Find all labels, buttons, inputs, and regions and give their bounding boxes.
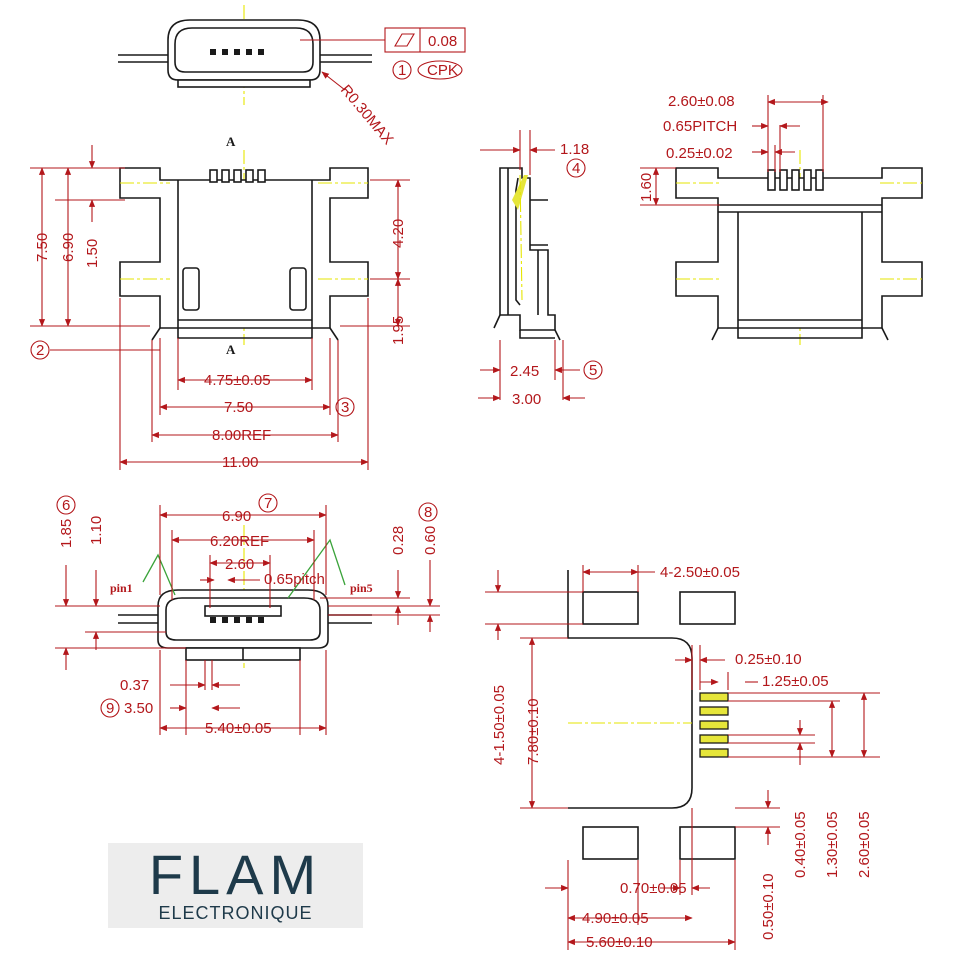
callout-1: 1	[398, 62, 406, 79]
section-a-top: A	[226, 134, 236, 149]
dim-0-65-pitch: 0.65PITCH	[663, 118, 737, 135]
dim-4-2-50: 4-2.50±0.05	[660, 564, 740, 581]
dim-0-65-pitch-opening: 0.65pitch	[264, 571, 325, 588]
dim-1-60: 1.60	[638, 173, 655, 202]
dim-0-37: 0.37	[120, 677, 149, 694]
top-view: 0.08 1 CPK R0.30MAX	[118, 5, 466, 149]
back-view: 2.60±0.08 0.65PITCH 0.25±0.02 1.60	[638, 93, 923, 345]
dim-3-00: 3.00	[512, 391, 541, 408]
callout-8: 8	[424, 504, 432, 521]
callout-7: 7	[264, 495, 272, 512]
dim-4-75: 4.75±0.05	[204, 372, 271, 389]
dim-4-90: 4.90±0.05	[582, 910, 649, 927]
dim-3-50: 3.50	[124, 700, 153, 717]
dim-6-20-ref: 6.20REF	[210, 533, 269, 550]
flam-electronique-logo: FLAM ELECTRONIQUE	[108, 843, 363, 928]
flatness-value: 0.08	[428, 33, 457, 50]
front-view: A A 7.50 6.90 1.50 2	[30, 134, 410, 471]
opening-view: pin1 pin5 6.90 7 6.20REF 2.60 0.65pitch …	[55, 493, 440, 737]
dim-1-95-vertical: 1.95	[390, 316, 407, 345]
side-view: 1.18 4 2.45 5 3.00	[478, 130, 603, 408]
callout-5: 5	[589, 362, 597, 379]
callout-4: 4	[572, 160, 580, 177]
callout-9: 9	[106, 700, 114, 717]
dim-8-00-ref: 8.00REF	[212, 427, 271, 444]
footprint-view: 4-2.50±0.05 4-1.50±0.05 7.80±0.10 0.25±0…	[485, 564, 880, 951]
dim-0-50: 0.50±0.10	[760, 873, 777, 940]
dim-1-30: 1.30±0.05	[824, 811, 841, 878]
dim-0-40: 0.40±0.05	[792, 811, 809, 878]
dim-5-40: 5.40±0.05	[205, 720, 272, 737]
dim-1-85: 1.85	[58, 519, 75, 548]
section-a-bottom: A	[226, 342, 236, 357]
logo-sub-text: ELECTRONIQUE	[158, 903, 313, 923]
dim-5-60: 5.60±0.10	[586, 934, 653, 951]
dim-1-50-vertical: 1.50	[84, 239, 101, 268]
dim-1-10: 1.10	[88, 516, 105, 545]
dim-0-25-pad: 0.25±0.10	[735, 651, 802, 668]
callout-2: 2	[36, 342, 44, 359]
dim-6-90-vertical: 6.90	[60, 233, 77, 262]
dim-2-45: 2.45	[510, 363, 539, 380]
dim-6-90-horizontal: 6.90	[222, 508, 251, 525]
dim-0-60: 0.60	[422, 526, 439, 555]
radius-note: R0.30MAX	[337, 82, 397, 149]
dim-4-1-50: 4-1.50±0.05	[491, 685, 508, 765]
dim-0-25: 0.25±0.02	[666, 145, 733, 162]
cpk-label: CPK	[427, 62, 458, 79]
dim-7-50-vertical: 7.50	[34, 233, 51, 262]
callout-3: 3	[341, 399, 349, 416]
dim-2-60-opening: 2.60	[225, 556, 254, 573]
dim-7-50-horizontal: 7.50	[224, 399, 253, 416]
dim-0-70: 0.70±0.05	[620, 880, 687, 897]
pin5-label: pin5	[350, 581, 373, 595]
logo-main-text: FLAM	[148, 843, 323, 906]
dim-0-28: 0.28	[390, 526, 407, 555]
dim-2-60-pad: 2.60±0.05	[856, 811, 873, 878]
dim-11-00: 11.00	[222, 454, 258, 471]
dim-7-80: 7.80±0.10	[525, 698, 542, 765]
dim-1-25: 1.25±0.05	[762, 673, 829, 690]
dim-4-20-vertical: 4.20	[390, 219, 407, 248]
dim-2-60: 2.60±0.08	[668, 93, 735, 110]
pin1-label: pin1	[110, 581, 133, 595]
dim-1-18: 1.18	[560, 141, 589, 158]
callout-6: 6	[62, 497, 70, 514]
